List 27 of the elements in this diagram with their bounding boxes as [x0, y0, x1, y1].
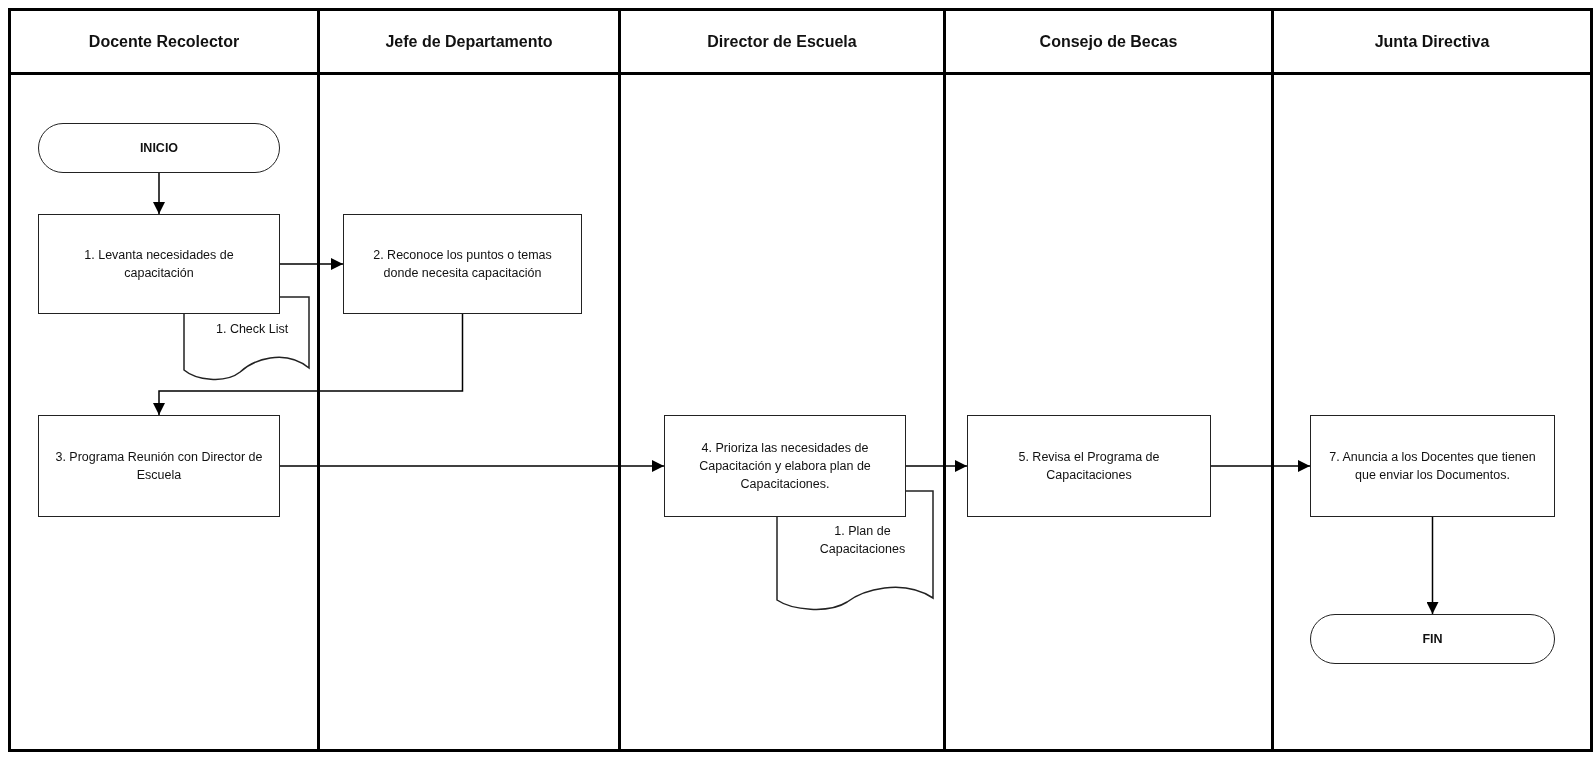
arrow [1210, 460, 1311, 472]
process-box: 2. Reconoce los puntos o temas donde necesita capacitación [343, 214, 582, 314]
swimlane [317, 8, 618, 752]
document-label: 1. Plan de Capacitaciones [818, 523, 907, 559]
process-box: 3. Programa Reunión con Director de Escuela [38, 415, 280, 517]
document-label: 1. Check List [215, 321, 290, 338]
swimlane [943, 8, 1271, 752]
lane-title: Jefe de Departamento [385, 32, 553, 51]
arrow [1426, 516, 1439, 615]
arrow [153, 313, 464, 416]
lane-title: Junta Directiva [1374, 32, 1490, 51]
arrow [905, 460, 968, 472]
arrow [153, 172, 165, 215]
swimlane [618, 8, 943, 752]
process-box: 4. Prioriza las necesidades de Capacitación y elabora plan de Capacitaciones. [664, 415, 906, 517]
arrow [279, 258, 344, 270]
process-box: 5. Revisa el Programa de Capacitaciones [967, 415, 1211, 517]
swimlane [8, 8, 317, 752]
swimlane [1271, 8, 1593, 752]
terminator: INICIO [38, 123, 280, 173]
arrow [279, 460, 665, 472]
document-shape [183, 296, 310, 382]
process-box: 7. Anuncia a los Docentes que tienen que enviar los Documentos. [1310, 415, 1555, 517]
lane-title: Docente Recolector [88, 32, 240, 51]
terminator: FIN [1310, 614, 1555, 664]
lane-title: Consejo de Becas [1039, 32, 1178, 51]
lane-title: Director de Escuela [707, 32, 857, 51]
